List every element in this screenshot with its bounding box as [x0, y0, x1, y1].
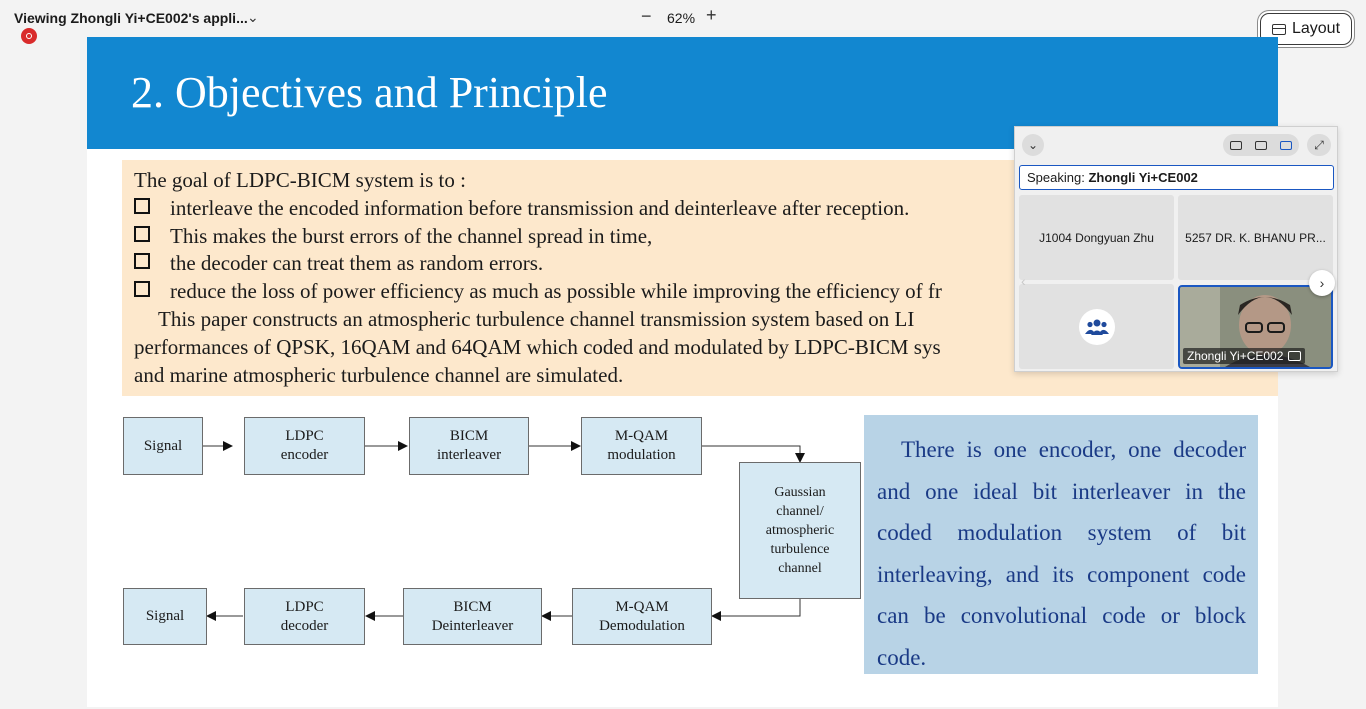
block-bicm-interleaver: BICM interleaver — [409, 417, 529, 475]
arrow — [702, 445, 805, 463]
view-filmstrip-icon[interactable] — [1254, 140, 1267, 150]
arrow — [711, 599, 801, 621]
chevron-right-icon: › — [1319, 275, 1325, 291]
participant-name: J1004 Dongyuan Zhu — [1039, 230, 1154, 245]
checkbox-bullet-icon — [134, 198, 150, 214]
goal-paragraph-line: This paper constructs an atmospheric tur… — [158, 307, 915, 331]
block-mqam-modulation: M-QAM modulation — [581, 417, 702, 475]
block-ldpc-encoder: LDPC encoder — [244, 417, 365, 475]
goal-paragraph-line: and marine atmospheric turbulence channe… — [134, 363, 624, 387]
block-signal-out: Signal — [123, 588, 207, 645]
layout-label: Layout — [1291, 20, 1341, 37]
speaking-label: Speaking: — [1027, 170, 1085, 185]
checkbox-bullet-icon — [134, 281, 150, 297]
block-channel: Gaussian channel/ atmospheric turbulence… — [739, 462, 861, 599]
collapse-panel-button[interactable]: ⌄ — [1022, 134, 1044, 156]
view-picture-icon[interactable] — [1229, 140, 1242, 150]
block-signal-in: Signal — [123, 417, 203, 475]
next-page-button[interactable]: › — [1309, 270, 1335, 296]
chevron-left-icon[interactable]: ‹ — [1021, 273, 1026, 289]
meeting-top-bar: Viewing Zhongli Yi+CE002's appli... ⌄ − … — [0, 0, 1366, 45]
video-name-badge: Zhongli Yi+CE002 — [1183, 348, 1306, 364]
people-group-icon — [1078, 308, 1115, 345]
participant-name: 5257 DR. K. BHANU PR... — [1185, 230, 1326, 245]
goal-bullet: This makes the burst errors of the chann… — [134, 224, 652, 249]
goal-intro: The goal of LDPC-BICM system is to : — [134, 168, 466, 192]
goal-paragraph-line: performances of QPSK, 16QAM and 64QAM wh… — [134, 335, 941, 359]
zoom-in-button[interactable]: + — [706, 5, 717, 25]
speaking-name: Zhongli Yi+CE002 — [1088, 170, 1198, 185]
participant-tile[interactable]: 5257 DR. K. BHANU PR... — [1178, 195, 1333, 280]
layout-icon — [1271, 23, 1286, 35]
view-mode-group — [1223, 134, 1299, 156]
active-speaker-video[interactable]: Zhongli Yi+CE002 — [1178, 285, 1333, 369]
chevron-down-icon: ⌄ — [1027, 138, 1039, 152]
side-description: There is one encoder, one decoder and on… — [864, 415, 1258, 674]
slide-title: 2. Objectives and Principle — [131, 68, 608, 117]
zoom-out-button[interactable]: − — [641, 6, 652, 26]
checkbox-bullet-icon — [134, 226, 150, 242]
participant-tile[interactable]: J1004 Dongyuan Zhu — [1019, 195, 1174, 280]
goal-bullet: reduce the loss of power efficiency as m… — [134, 279, 942, 304]
speaking-indicator: Speaking: Zhongli Yi+CE002 — [1019, 165, 1334, 190]
recording-icon — [21, 28, 37, 44]
screen-share-icon — [1288, 351, 1302, 361]
video-name: Zhongli Yi+CE002 — [1187, 349, 1284, 363]
block-mqam-demodulation: M-QAM Demodulation — [572, 588, 712, 645]
expand-panel-button[interactable]: ⤢ — [1307, 134, 1331, 156]
chevron-down-icon[interactable]: ⌄ — [247, 9, 259, 25]
view-grid-icon[interactable] — [1280, 140, 1293, 150]
zoom-level: 62% — [667, 10, 696, 26]
diagram-connectors — [203, 441, 805, 621]
video-panel: ⌄ ⤢ Speaking: Zhongli Yi+CE002 J1004 Don… — [1014, 126, 1338, 372]
participant-group-tile[interactable] — [1019, 284, 1174, 369]
block-ldpc-decoder: LDPC decoder — [244, 588, 365, 645]
goal-bullet: interleave the encoded information befor… — [134, 196, 909, 221]
checkbox-bullet-icon — [134, 253, 150, 269]
side-text: There is one encoder, one decoder and on… — [877, 437, 1246, 670]
goal-bullet: the decoder can treat them as random err… — [134, 251, 543, 276]
expand-icon: ⤢ — [1314, 137, 1324, 152]
block-bicm-deinterleaver: BICM Deinterleaver — [403, 588, 542, 645]
window-title[interactable]: Viewing Zhongli Yi+CE002's appli... — [14, 10, 248, 26]
